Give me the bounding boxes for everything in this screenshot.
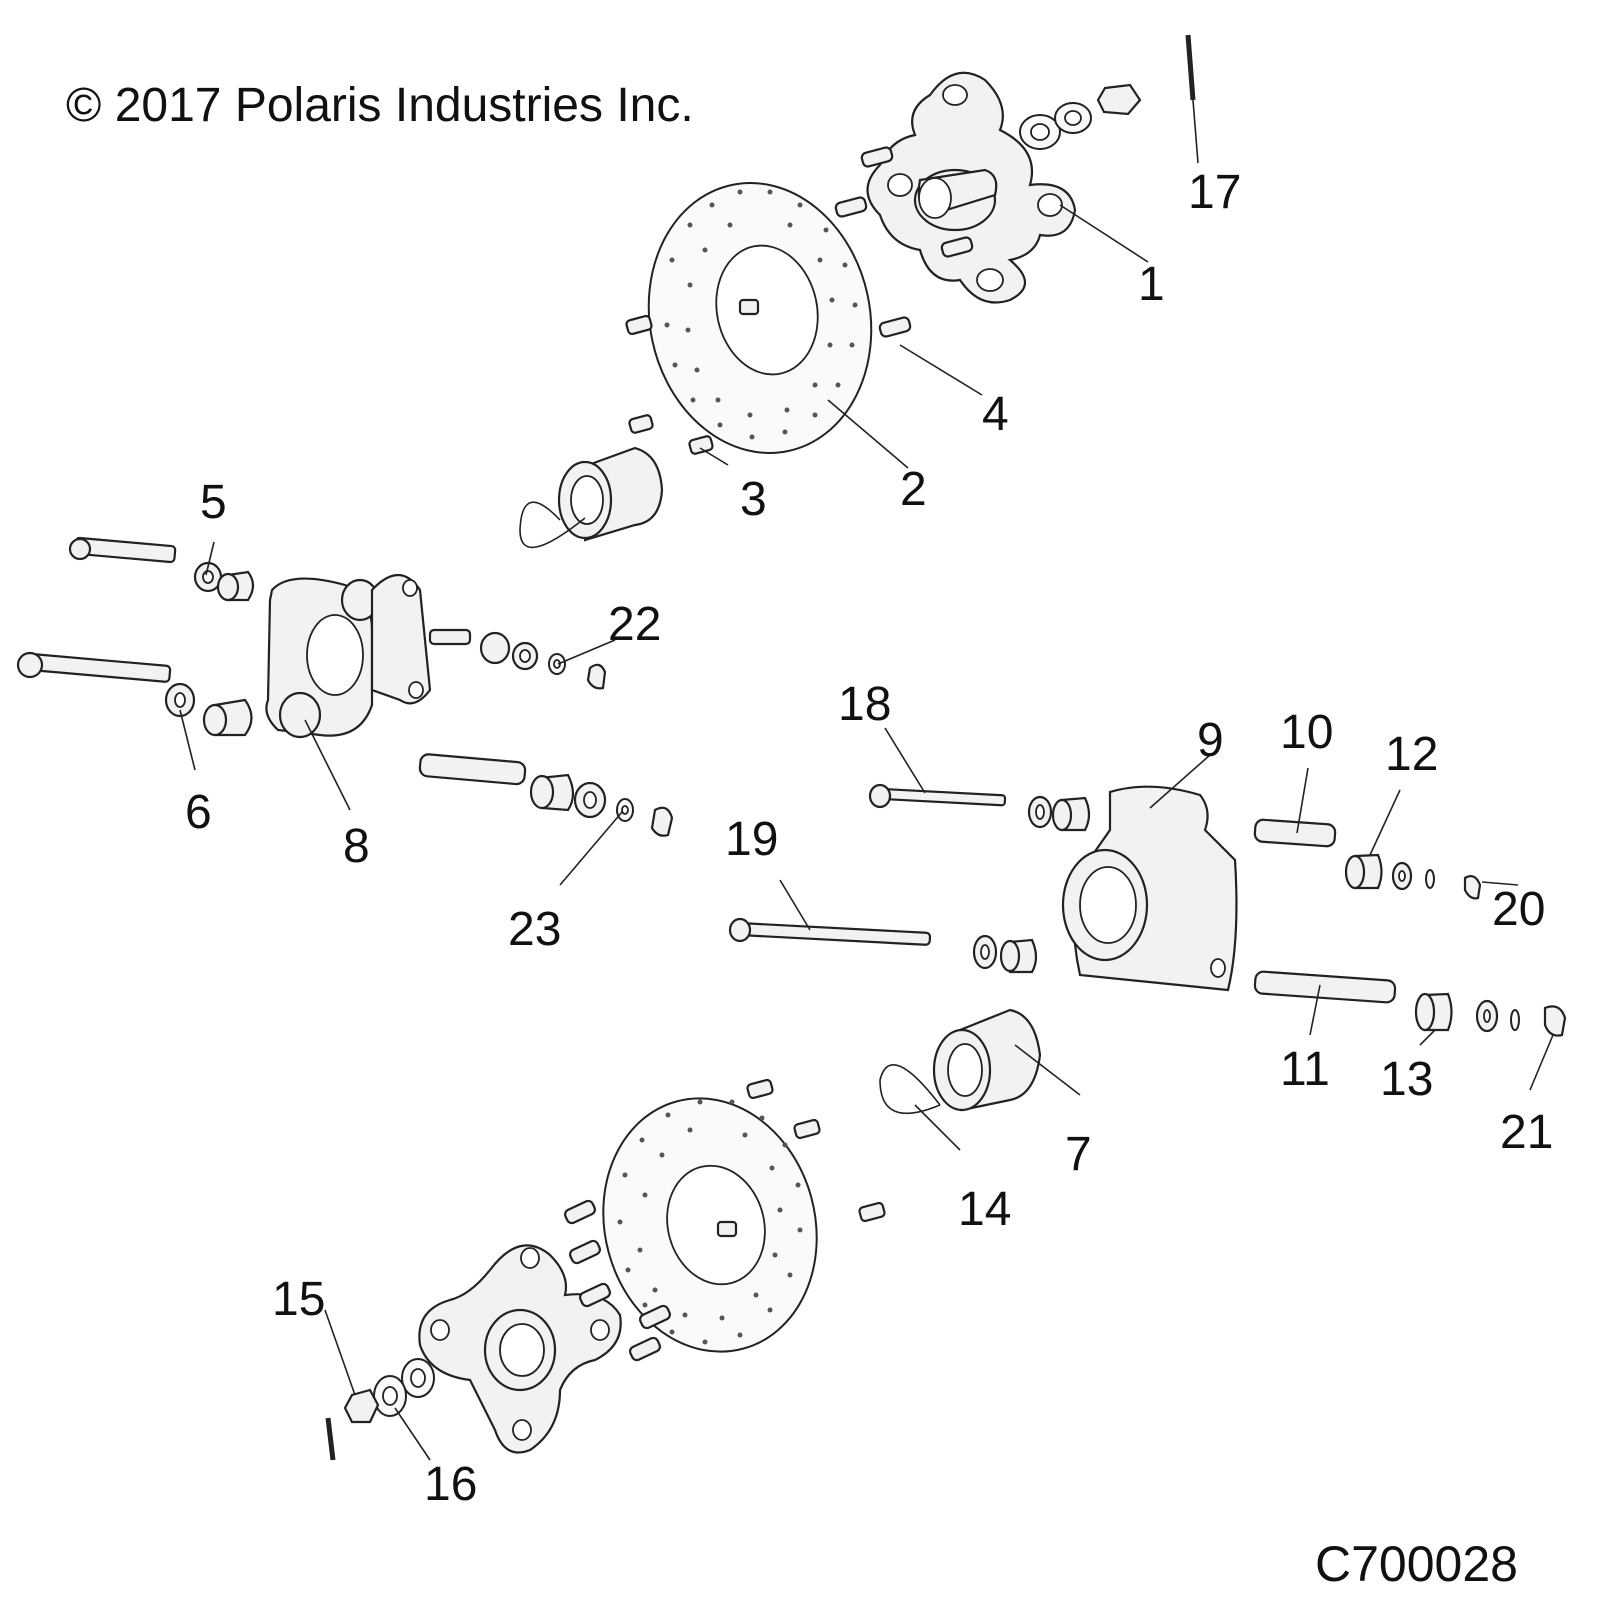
upper-hub <box>834 34 1196 304</box>
callout-10: 10 <box>1280 706 1333 759</box>
callout-3: 3 <box>740 473 767 526</box>
lower-brake-disc <box>602 1078 886 1362</box>
callout-11: 11 <box>1280 1043 1330 1096</box>
callout-6: 6 <box>185 786 212 839</box>
upper-brake-disc <box>625 182 912 455</box>
callout-9: 9 <box>1197 714 1224 767</box>
callout-15: 15 <box>272 1273 325 1326</box>
lower-carrier <box>728 783 1567 1037</box>
callout-12: 12 <box>1385 728 1438 781</box>
callout-16: 16 <box>424 1458 477 1511</box>
callout-19: 19 <box>725 813 778 866</box>
callout-7: 7 <box>1065 1128 1092 1181</box>
callout-1: 1 <box>1138 258 1165 311</box>
callout-2: 2 <box>900 463 927 516</box>
upper-carrier <box>16 536 674 837</box>
drawing-number: C700028 <box>1315 1536 1518 1592</box>
lower-bearing <box>879 1008 1042 1115</box>
callout-22: 22 <box>608 598 661 651</box>
leader-lines <box>179 99 1554 1461</box>
callout-23: 23 <box>508 903 561 956</box>
callout-13: 13 <box>1380 1053 1433 1106</box>
upper-bearing <box>519 446 664 549</box>
callout-18: 18 <box>838 678 891 731</box>
callout-5: 5 <box>200 476 227 529</box>
callout-numbers: 1 2 3 4 5 6 7 8 9 10 11 12 13 14 15 16 1… <box>185 166 1553 1511</box>
callout-8: 8 <box>343 820 370 873</box>
callout-4: 4 <box>982 388 1009 441</box>
copyright-notice: © 2017 Polaris Industries Inc. <box>66 79 694 132</box>
lower-hub <box>325 1199 622 1461</box>
callout-21: 21 <box>1500 1106 1553 1159</box>
callout-17: 17 <box>1188 166 1241 219</box>
callout-20: 20 <box>1492 883 1545 936</box>
callout-14: 14 <box>958 1183 1011 1236</box>
